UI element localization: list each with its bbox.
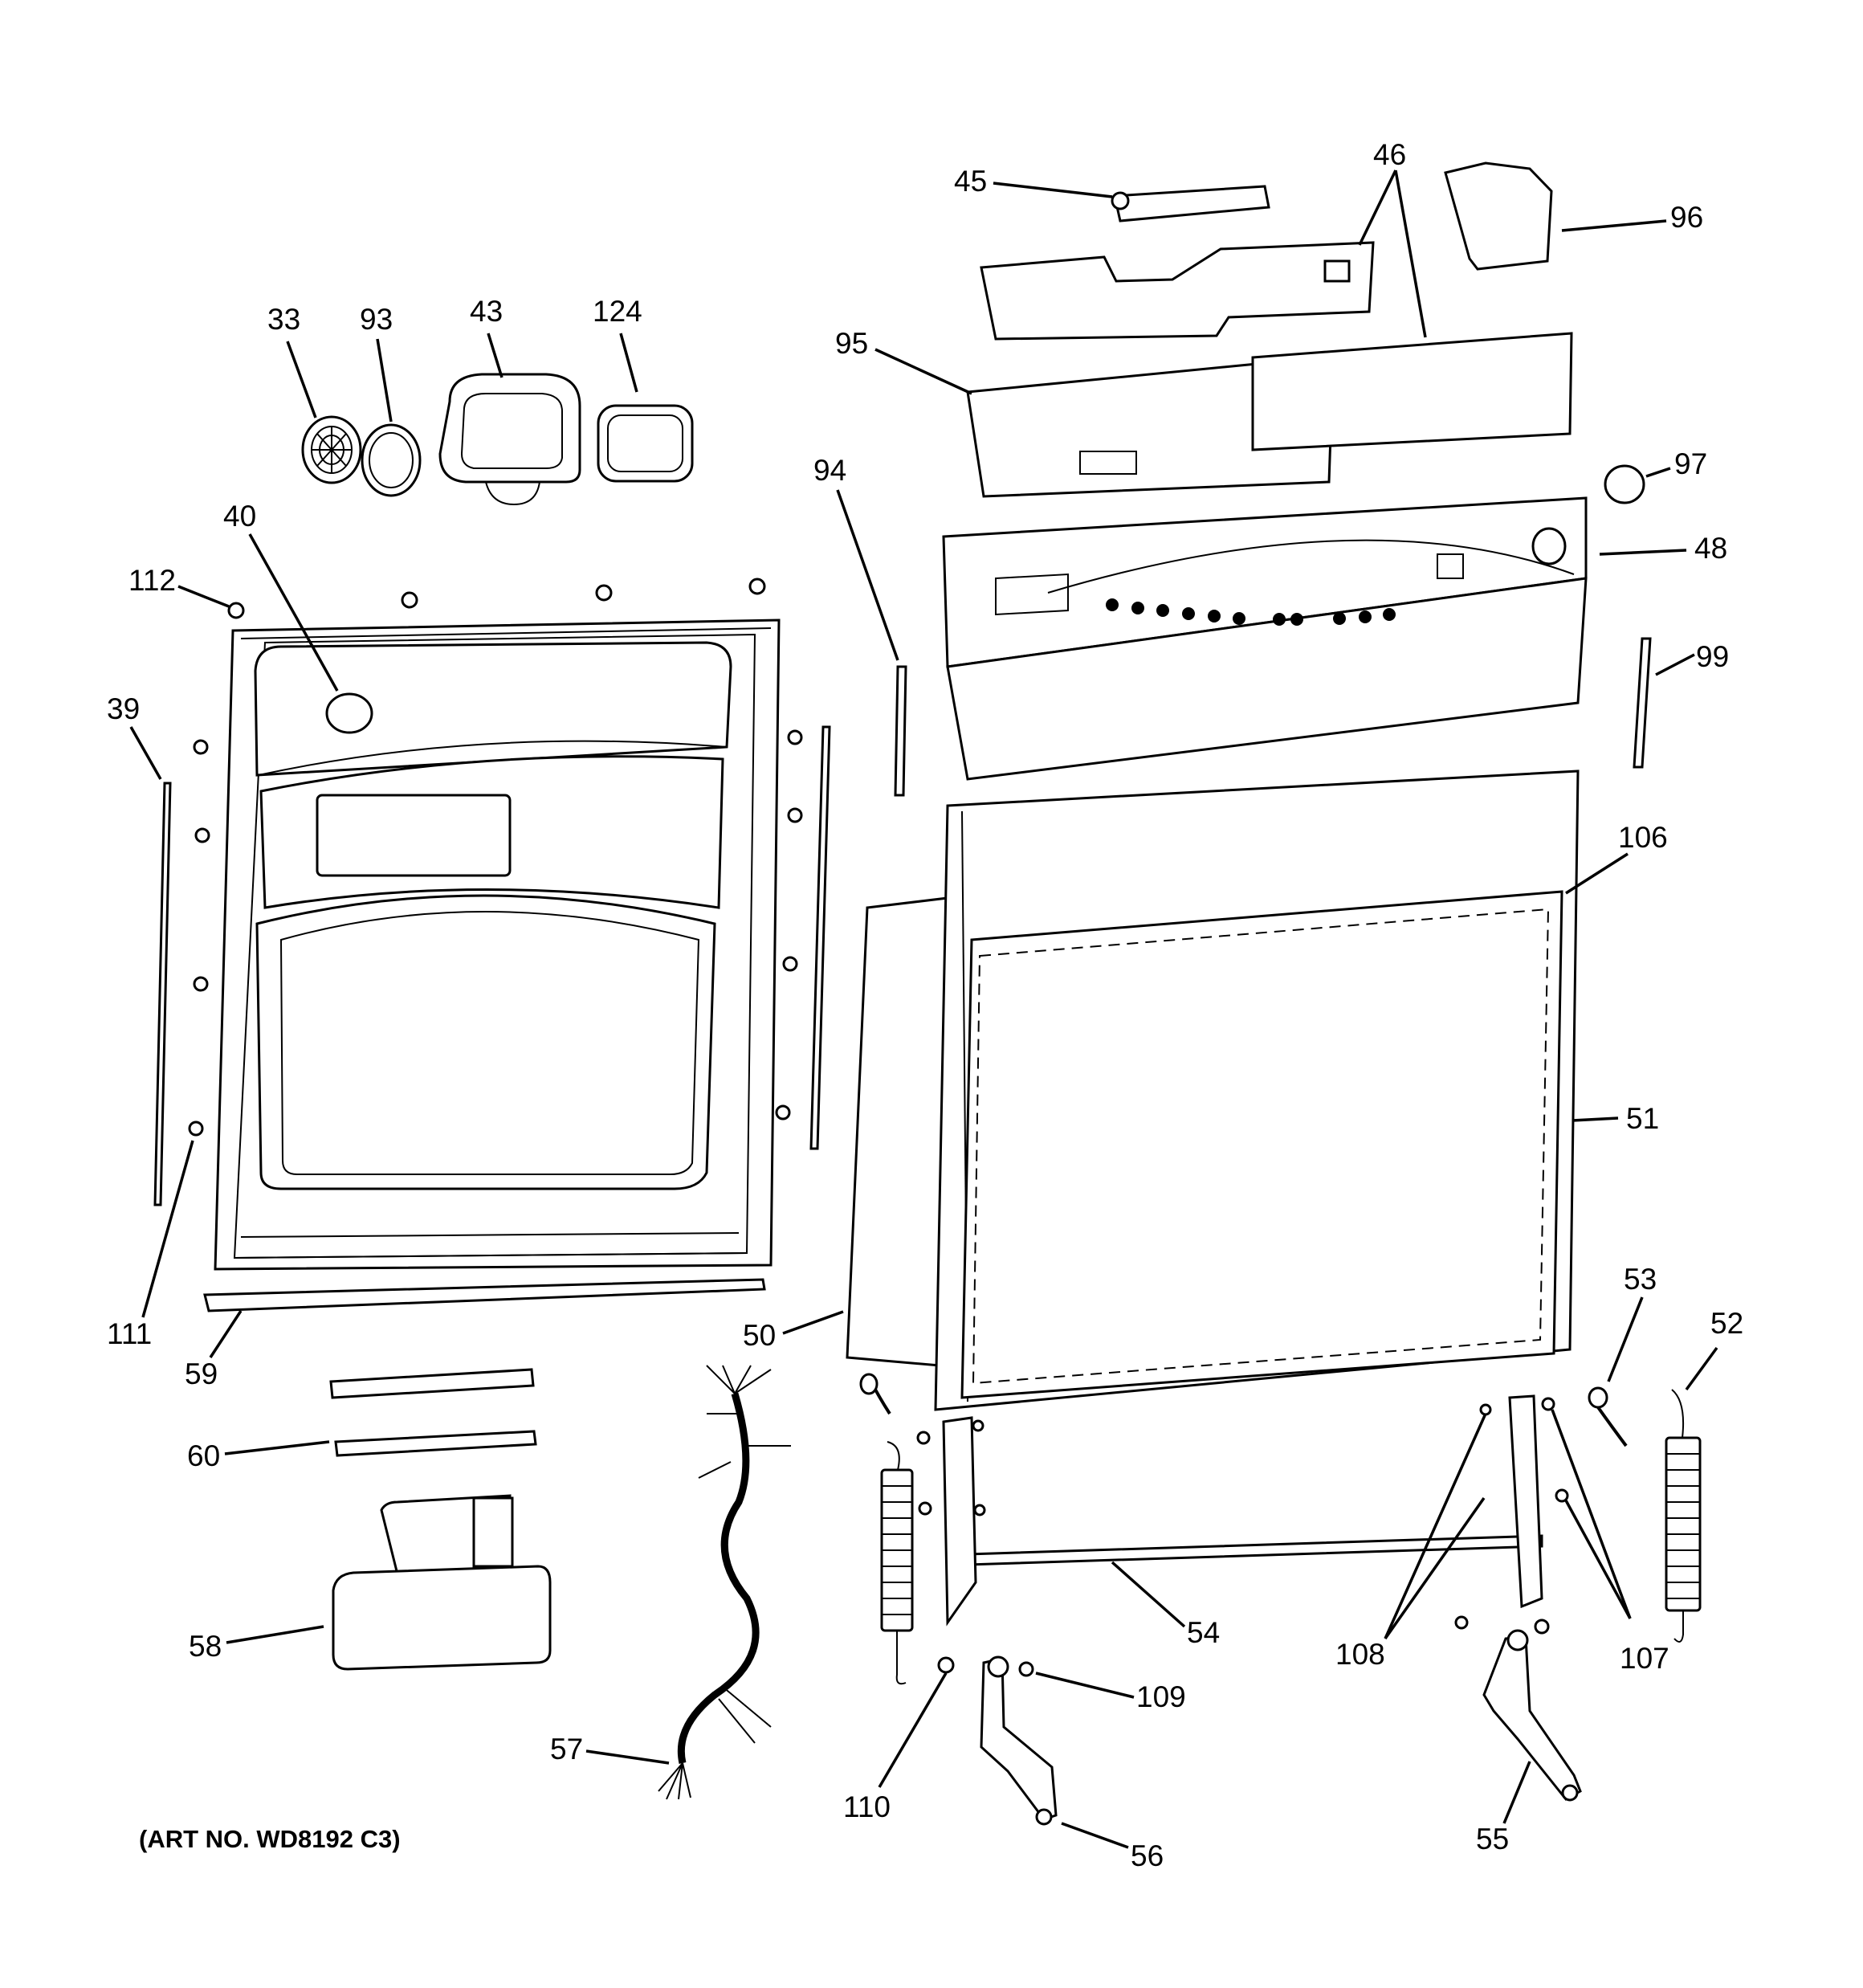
label-107: 107 — [1620, 1642, 1669, 1675]
label-53: 53 — [1624, 1263, 1657, 1296]
side-trim-94 — [894, 665, 907, 797]
wire-harness-57 — [658, 1365, 791, 1800]
label-99: 99 — [1696, 640, 1729, 673]
module-58 — [332, 1494, 552, 1671]
label-33: 33 — [267, 303, 300, 336]
side-strip-right — [809, 725, 831, 1150]
label-40: 40 — [223, 500, 256, 533]
label-58: 58 — [189, 1630, 222, 1663]
label-97: 97 — [1674, 447, 1707, 480]
label-51: 51 — [1626, 1102, 1659, 1135]
label-111: 111 — [107, 1317, 152, 1350]
gasket-ring-93 — [361, 423, 422, 497]
label-57: 57 — [550, 1733, 583, 1766]
label-43: 43 — [470, 295, 503, 328]
hinge-arm-55 — [1482, 1629, 1582, 1802]
brackets-60 — [329, 1368, 537, 1457]
door-link-54 — [942, 1394, 1543, 1627]
spring-left-53 — [859, 1373, 891, 1415]
control-board-45 — [1111, 185, 1270, 222]
side-strip-39 — [153, 782, 172, 1206]
hinge-arm-56 — [980, 1655, 1058, 1826]
dispenser-module-96 — [1444, 161, 1553, 271]
label-93: 93 — [360, 303, 393, 336]
gasket-124 — [597, 404, 694, 483]
spring-left-coil — [880, 1441, 914, 1685]
side-trim-99 — [1633, 637, 1652, 769]
label-55: 55 — [1476, 1823, 1509, 1855]
label-52: 52 — [1710, 1307, 1743, 1340]
side-panel-50 — [846, 896, 949, 1367]
label-94: 94 — [813, 454, 846, 487]
inner-door-panel-40 — [214, 618, 781, 1271]
label-95: 95 — [835, 327, 868, 360]
label-124: 124 — [593, 295, 642, 328]
label-108: 108 — [1335, 1638, 1385, 1671]
label-46: 46 — [1373, 138, 1406, 171]
label-110: 110 — [843, 1790, 891, 1823]
label-39: 39 — [107, 692, 140, 725]
vent-duct-43 — [438, 373, 581, 506]
button-97 — [1604, 464, 1645, 504]
label-45: 45 — [954, 165, 987, 198]
screws-112 — [188, 578, 803, 1137]
label-54: 54 — [1187, 1616, 1220, 1649]
label-56: 56 — [1131, 1839, 1164, 1872]
panel-bracket-95 — [966, 332, 1573, 498]
part-labels: 33 93 43 124 45 46 96 95 94 97 48 40 112… — [107, 138, 1743, 1872]
art-number: (ART NO. WD8192 C3) — [139, 1825, 401, 1853]
label-109: 109 — [1136, 1680, 1186, 1713]
label-106: 106 — [1618, 821, 1668, 854]
label-112: 112 — [128, 564, 176, 597]
leader-lines — [129, 169, 1718, 1849]
label-60: 60 — [187, 1439, 220, 1472]
circuit-board-46 — [980, 241, 1375, 341]
label-48: 48 — [1694, 532, 1727, 565]
vent-cap-33 — [301, 415, 362, 484]
outer-door-51 — [934, 769, 1580, 1411]
spring-right-53 — [1588, 1386, 1628, 1447]
label-59: 59 — [185, 1357, 218, 1390]
bottom-trim-59 — [203, 1278, 766, 1312]
spring-right-52 — [1665, 1389, 1702, 1643]
label-50: 50 — [743, 1319, 776, 1352]
label-96: 96 — [1670, 201, 1703, 234]
console-panel-48 — [942, 496, 1588, 781]
